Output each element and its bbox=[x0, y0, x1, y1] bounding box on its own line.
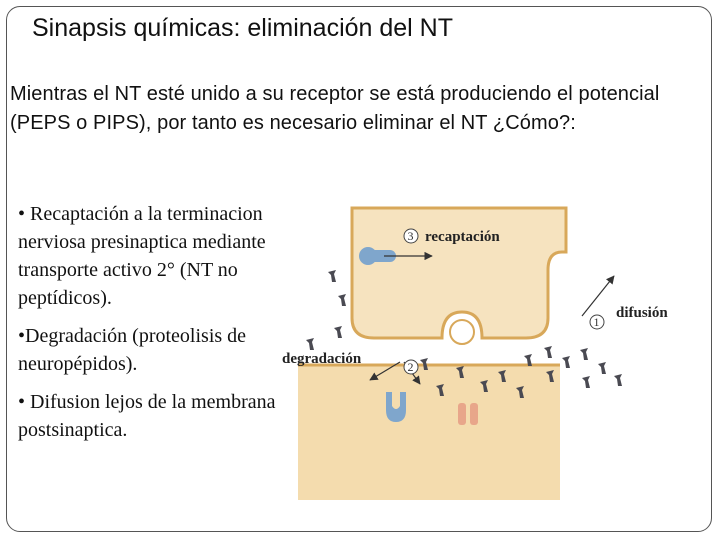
bullet-list: • Recaptación a la terminacion nerviosa … bbox=[18, 200, 278, 444]
step-marker-reuptake bbox=[403, 228, 419, 244]
degradation-arrow-left bbox=[369, 361, 401, 381]
label-reuptake: recaptación bbox=[425, 229, 500, 245]
presynaptic-terminal bbox=[350, 206, 568, 340]
step-number-degradation: 2 bbox=[408, 360, 414, 374]
bullet-reuptake: • Recaptación a la terminacion nerviosa … bbox=[18, 203, 266, 309]
synaptic-vesicle bbox=[449, 319, 475, 345]
step-marker-degradation bbox=[403, 359, 419, 375]
step-marker-diffusion bbox=[589, 314, 605, 330]
bullet-degradation: •Degradación (proteolisis de neuropépido… bbox=[18, 325, 247, 375]
postsynaptic-transporter bbox=[386, 392, 406, 422]
label-diffusion: difusión bbox=[616, 305, 668, 321]
diffusion-arrow bbox=[581, 275, 615, 317]
postsynaptic-receptor bbox=[458, 403, 478, 425]
label-degradation: degradación bbox=[282, 351, 362, 367]
neurotransmitter-molecules bbox=[306, 270, 622, 398]
step-number-diffusion: 1 bbox=[594, 315, 600, 329]
step-number-reuptake: 3 bbox=[408, 229, 414, 243]
synapse-diagram: 3 1 2 recaptación difusión degradación bbox=[282, 206, 668, 500]
bullet-diffusion: • Difusion lejos de la membrana postsina… bbox=[18, 391, 276, 441]
slide-title: Sinapsis químicas: eliminación del NT bbox=[32, 14, 454, 42]
intro-paragraph: Mientras el NT esté unido a su receptor … bbox=[10, 83, 660, 134]
postsynaptic-membrane bbox=[298, 365, 560, 500]
reuptake-transporter bbox=[359, 247, 396, 265]
